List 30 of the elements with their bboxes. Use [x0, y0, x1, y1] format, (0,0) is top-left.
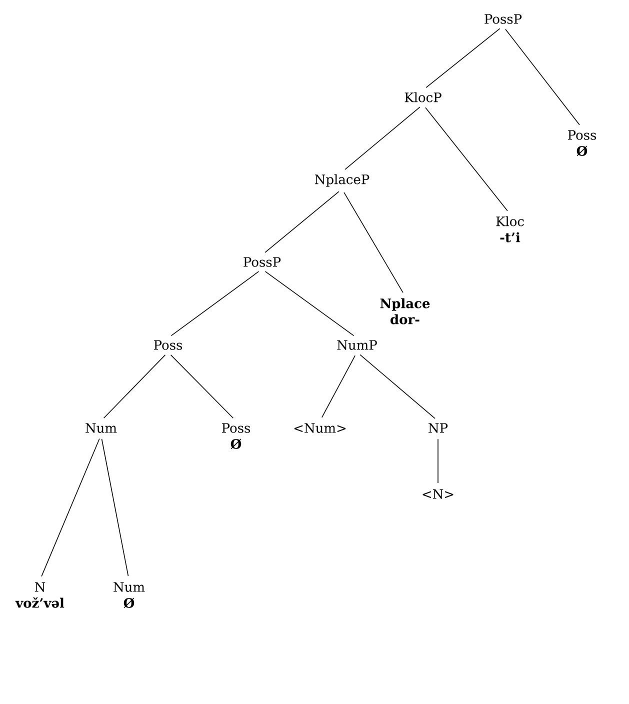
tree-branch [321, 355, 356, 418]
tree-label: Poss [154, 340, 182, 350]
tree-branch [264, 191, 340, 253]
tree-label: Num [86, 423, 117, 433]
tree-label: <N> [422, 489, 454, 499]
tree-branch [103, 354, 166, 419]
tree-branch [101, 438, 129, 576]
tree-label: NP [428, 423, 448, 433]
tree-branch [505, 28, 580, 126]
tree-branch [360, 354, 436, 419]
tree-label: NumP [337, 340, 377, 350]
tree-branch [425, 107, 508, 212]
tree-label: <Num> [294, 423, 346, 433]
tree-label: Num Ø [114, 582, 145, 608]
tree-label: Poss Ø [222, 423, 250, 450]
tree-label: Poss Ø [568, 130, 596, 156]
tree-branch [264, 271, 354, 336]
tree-label: Kloc -t’i [496, 216, 524, 242]
tree-branch [170, 354, 234, 419]
tree-branch [41, 438, 100, 577]
tree-label: Nplace dor- [380, 298, 430, 324]
tree-label: PossP [484, 14, 522, 24]
tree-branch [170, 271, 260, 336]
tree-branch [426, 28, 500, 88]
tree-label: PossP [244, 257, 281, 267]
tree-label: KlocP [404, 92, 442, 102]
tree-branch [344, 106, 420, 170]
tree-label: NplaceP [314, 174, 370, 187]
tree-label: N vož’vəl [15, 582, 64, 608]
tree-branch [344, 192, 404, 293]
